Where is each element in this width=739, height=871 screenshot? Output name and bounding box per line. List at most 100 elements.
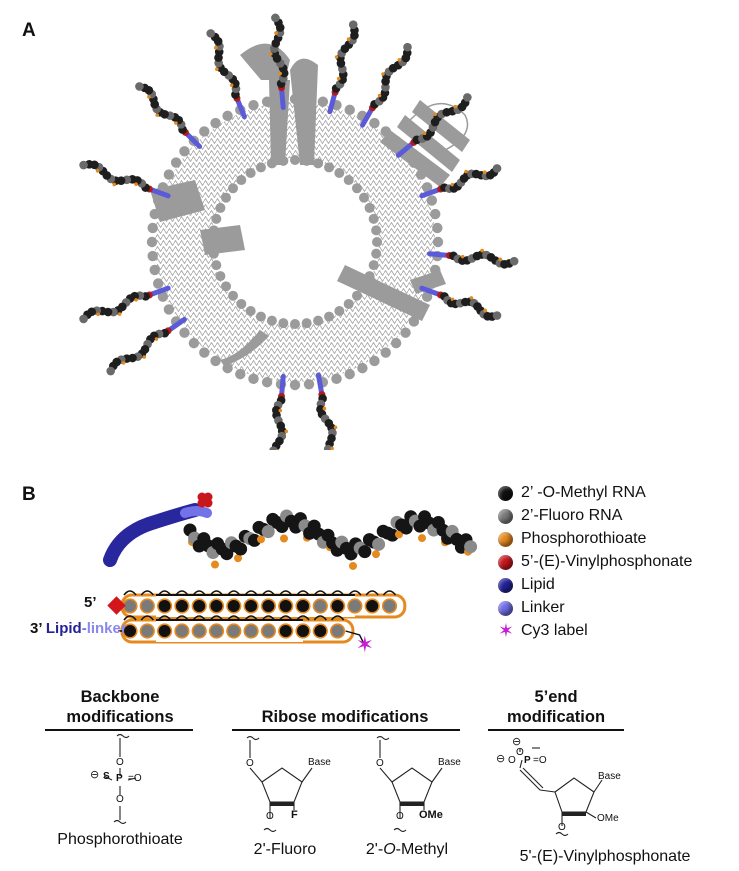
lipid-head: [421, 182, 433, 193]
phosphorothioate-bead: [377, 93, 382, 98]
nucleotide-bead: [358, 545, 372, 559]
lipid-head: [149, 264, 160, 276]
backbone-loop: [123, 615, 137, 621]
lipid-head: [343, 298, 354, 309]
backbone-loop: [244, 590, 258, 596]
backbone-loop: [227, 590, 241, 596]
backbone-loop: [261, 615, 276, 621]
lipid-head: [324, 162, 335, 173]
lipid-head: [248, 99, 259, 111]
phosphorothioate-bead: [469, 296, 474, 300]
lipid-head: [146, 236, 158, 248]
nucleotide-bead: [348, 20, 358, 29]
backbone-loop: [192, 615, 206, 621]
phosphorothioate-bead: [134, 182, 138, 186]
ome-base: Base: [438, 757, 461, 768]
backbone-heading-line1: Backbone: [80, 688, 160, 706]
nucleotide-circle: [364, 598, 380, 614]
nucleotide-bead: [269, 446, 278, 450]
backbone-loop: [123, 590, 137, 596]
nucleotide-circle: [278, 623, 294, 639]
sirna-duplex: [106, 316, 187, 376]
vp-ome: OMe: [597, 813, 619, 824]
lipid-head: [313, 158, 324, 169]
f-o3: O: [266, 811, 274, 822]
legend-item: 2’ -O-Methyl RNA: [498, 484, 646, 502]
vp-eq-o: =O: [533, 755, 547, 766]
nucleotide-circle: [260, 598, 277, 614]
antisense-3-prime-label: 3’ Lipid-linker: [30, 620, 127, 637]
nucleotide-circle: [312, 623, 328, 639]
lipid-head: [157, 291, 169, 302]
nucleotide-circle: [157, 598, 173, 614]
vp-minus-top: ⊖: [512, 736, 522, 748]
methyl-caption-post: -Methyl: [395, 841, 449, 858]
lipid-head: [147, 250, 158, 262]
phosphorothioate-bead: [257, 535, 265, 544]
backbone-loop: [313, 615, 327, 621]
chemical-structures: [103, 733, 603, 837]
nucleotide-bead: [135, 82, 144, 91]
vinylphosphonate-bead: [203, 498, 213, 508]
backbone-loop: [296, 615, 310, 621]
f-fluoro: F: [291, 809, 298, 821]
lipid-head: [235, 368, 246, 380]
ome-o5: O: [376, 758, 384, 769]
backbone-loop: [261, 590, 276, 596]
lipid-head: [357, 362, 368, 374]
nucleotide-bead: [220, 547, 234, 561]
nucleotide-circle: [139, 598, 155, 614]
lipid-head: [372, 237, 382, 247]
lipid-head: [371, 225, 382, 236]
linker-chain: [180, 506, 212, 518]
phosphorothioate-bead: [275, 449, 279, 450]
sense-5-prime-label: 5’: [84, 594, 97, 611]
phosphorothioate-bead: [278, 71, 283, 76]
nucleotide-circle: [157, 623, 173, 639]
lipid-head: [163, 169, 175, 180]
lipid-head: [368, 213, 379, 224]
lipid-head: [303, 379, 315, 390]
methyl-caption-pre: 2'-: [365, 841, 384, 858]
backbone-loop: [175, 615, 189, 621]
lipid-head: [351, 183, 362, 194]
lipid-head: [236, 175, 247, 186]
lipid-head: [364, 202, 375, 213]
phosphorothioate-bead: [336, 76, 341, 81]
lipid-head: [371, 248, 382, 259]
nucleotide-bead: [261, 525, 275, 539]
lipid-head: [255, 162, 266, 173]
legend-dot-icon: [498, 485, 513, 501]
sirna-duplex: [269, 373, 288, 450]
membrane-protein: [220, 330, 269, 366]
legend-item: Lipid: [498, 576, 555, 594]
backbone-loop: [382, 590, 397, 596]
protein-loop: [409, 102, 469, 151]
cy3-star-icon: ✶: [356, 633, 374, 655]
sirna-duplex: [79, 285, 171, 324]
f-base: Base: [308, 757, 331, 768]
panel-a-label: A: [22, 20, 36, 41]
methyl-caption-o: O: [383, 841, 396, 858]
nucleotide-bead: [372, 537, 386, 551]
backbone-loop: [175, 590, 189, 596]
backbone-loop: [330, 590, 345, 596]
cy3-connector: [345, 630, 365, 644]
sirna-duplex: [315, 372, 338, 450]
backbone-rule: [45, 729, 193, 731]
nucleotide-circle: [191, 623, 207, 639]
lipid-head: [245, 168, 256, 179]
lipid-head: [199, 126, 210, 137]
backbone-loop: [209, 590, 224, 596]
lipid-head: [369, 355, 380, 367]
nucleotide-bead: [509, 256, 519, 266]
lipid-head: [211, 260, 222, 271]
nucleotide-circle: [226, 623, 242, 639]
lipid-head: [334, 305, 345, 316]
ps-p: P: [116, 773, 123, 784]
end5-heading-line1: 5’end: [534, 688, 578, 706]
lipid-head: [301, 318, 312, 329]
lipid-head: [317, 96, 329, 107]
phosphorothioate-bead: [234, 554, 242, 563]
phosphorothioate-bead: [372, 550, 380, 559]
